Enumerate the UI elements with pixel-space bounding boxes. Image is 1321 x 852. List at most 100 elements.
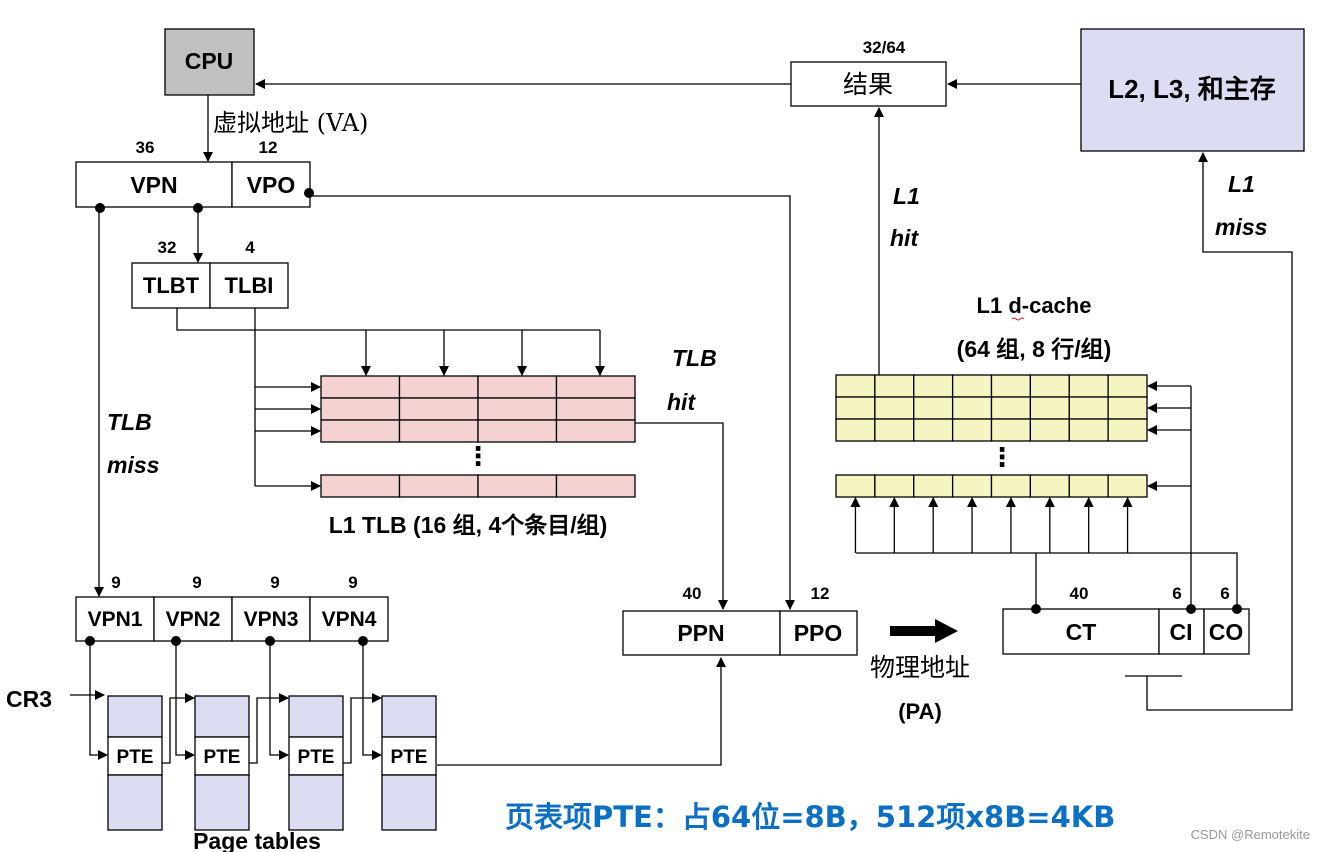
vpn-part-bits: 9 bbox=[348, 573, 357, 592]
page-table-upper bbox=[194, 695, 250, 738]
cache-line bbox=[1029, 396, 1070, 420]
vpn-part-bits: 9 bbox=[111, 573, 120, 592]
page-table-lower bbox=[194, 774, 250, 831]
vpo-to-ppo-line bbox=[309, 195, 795, 610]
next-level-pointer bbox=[249, 693, 289, 764]
l1-hit-label-1: L1 bbox=[893, 183, 920, 209]
tlb-entry bbox=[477, 397, 558, 421]
tlb-set-arrows bbox=[255, 382, 321, 491]
ppo-field bbox=[779, 610, 858, 656]
cache-line bbox=[835, 418, 876, 442]
ci-label: CI bbox=[1170, 619, 1193, 645]
page-table-upper bbox=[381, 695, 437, 738]
tlbi-label: TLBI bbox=[225, 273, 274, 298]
page-tables-label: Page tables bbox=[193, 828, 321, 852]
tlb-miss-label-1: TLB bbox=[107, 409, 152, 435]
ci-bits: 6 bbox=[1172, 584, 1181, 603]
cache-line bbox=[1107, 418, 1148, 442]
l1-d-cache bbox=[835, 374, 1148, 498]
cache-line bbox=[874, 396, 915, 420]
cpu-box bbox=[164, 28, 255, 96]
cache-line bbox=[951, 396, 993, 420]
next-level-pointer bbox=[162, 693, 195, 764]
cache-line bbox=[990, 418, 1032, 442]
cache-subtitle: (64 组, 8 行/组) bbox=[957, 336, 1112, 362]
vpn-part-field bbox=[231, 596, 311, 642]
result-bits: 32/64 bbox=[863, 38, 906, 57]
tlbt-bits: 32 bbox=[158, 238, 177, 257]
result-box bbox=[790, 61, 947, 107]
ppo-label: PPO bbox=[794, 620, 843, 646]
pa-label-2: (PA) bbox=[898, 699, 942, 724]
vpn-part-label: VPN1 bbox=[88, 608, 143, 631]
next-level-pointer bbox=[343, 693, 382, 764]
vpn-part-label: VPN2 bbox=[166, 608, 221, 631]
cache-line bbox=[874, 418, 915, 442]
ppn-field bbox=[622, 610, 781, 656]
l1-miss-label-2: miss bbox=[1215, 214, 1267, 240]
vpn-part-field bbox=[75, 596, 155, 642]
tlb-entry bbox=[320, 375, 401, 399]
cr3-label: CR3 bbox=[6, 686, 52, 712]
cache-line bbox=[1068, 474, 1109, 498]
vpn-tap-dot bbox=[95, 203, 105, 213]
memory-label: L2, L3, 和主存 bbox=[1108, 74, 1276, 104]
cache-line bbox=[1107, 374, 1148, 398]
vpn-part-field bbox=[309, 596, 389, 642]
tlb-entry bbox=[555, 474, 636, 498]
cache-ellipsis: ⋮ bbox=[989, 442, 1015, 472]
cache-line bbox=[990, 474, 1032, 498]
tlbt-field bbox=[131, 262, 211, 309]
pte-cell bbox=[194, 736, 250, 776]
cache-line bbox=[1068, 396, 1109, 420]
page-table-lower bbox=[107, 774, 163, 831]
memory-label-text: L2, L3, 和主存 bbox=[1108, 74, 1276, 104]
cpu-label: CPU bbox=[185, 48, 234, 74]
l1-miss-arrow bbox=[1146, 152, 1293, 711]
tlb-caption: L1 TLB (16 组, 4个条目/组) bbox=[329, 512, 608, 538]
cache-line bbox=[1107, 474, 1148, 498]
tlb-entry bbox=[477, 419, 558, 443]
result-block: 32/64 结果 bbox=[790, 38, 947, 107]
tlbi-field bbox=[209, 262, 289, 309]
vpo-label: VPO bbox=[247, 172, 296, 198]
vpn-index-arrow bbox=[175, 641, 195, 760]
page-table-upper bbox=[288, 695, 344, 738]
page-table-upper bbox=[107, 695, 163, 738]
pte-label: PTE bbox=[117, 747, 154, 768]
vpn-part-label: VPN3 bbox=[244, 608, 299, 631]
cache-line bbox=[1107, 396, 1148, 420]
tlb-entry bbox=[398, 397, 479, 421]
tlbi-bits: 4 bbox=[245, 238, 255, 257]
cache-line bbox=[1068, 374, 1109, 398]
va-label: 虚拟地址 (VA) bbox=[213, 109, 368, 137]
tlb-entry bbox=[398, 474, 479, 498]
page-table-lower bbox=[381, 774, 437, 831]
cache-set-arrows bbox=[1147, 381, 1191, 491]
l1-hit-label-2: hit bbox=[890, 225, 919, 251]
cache-line bbox=[990, 396, 1032, 420]
tlb-miss-label-2: miss bbox=[107, 452, 159, 478]
cache-line bbox=[835, 474, 876, 498]
vpn-index-arrow bbox=[362, 641, 382, 760]
cache-line bbox=[874, 374, 915, 398]
ppn-bits: 40 bbox=[683, 584, 702, 603]
vpn-index-arrow bbox=[89, 641, 108, 760]
page-table: PTE bbox=[175, 641, 289, 831]
cache-line bbox=[913, 374, 954, 398]
tlb-hit-label-2: hit bbox=[667, 389, 696, 415]
memory-box bbox=[1080, 28, 1305, 152]
page-table: PTE bbox=[269, 641, 382, 831]
ci-field bbox=[1158, 608, 1205, 655]
tlb-ellipsis: ⋮ bbox=[465, 441, 491, 471]
cache-line bbox=[1029, 418, 1070, 442]
cpu-block: CPU bbox=[164, 28, 255, 96]
pte-size-note: 页表项PTE：占64位=8B，512项x8B=4KB bbox=[505, 800, 1115, 834]
tlb-entry bbox=[398, 375, 479, 399]
pte-label: PTE bbox=[204, 747, 241, 768]
pte-label: PTE bbox=[298, 747, 335, 768]
tlb-way-arrows bbox=[361, 330, 605, 376]
vpn-field bbox=[75, 161, 233, 208]
